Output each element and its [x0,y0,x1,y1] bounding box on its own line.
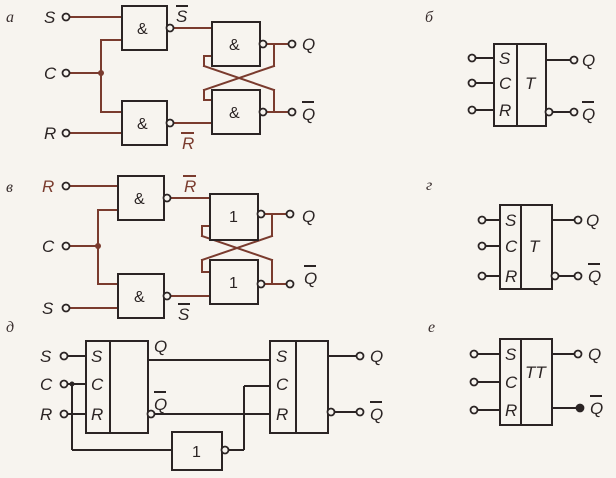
s-bar-label: S [178,305,190,324]
pin-s: S [499,49,511,68]
flipflop-2 [269,340,329,434]
ff1-q-label: Q [154,337,167,356]
flipflop-1 [85,340,149,434]
input-c-terminal [61,68,71,78]
output-qbar-label: Q [370,405,383,424]
tt-label: TT [525,363,547,382]
panel-b-letter: б [425,9,434,26]
panel-v-letter: в [6,179,13,196]
and-gate-s [117,273,165,319]
output-q-label: Q [302,35,315,54]
latch-gate-bottom-symbol: & [229,105,240,122]
output-q-label: Q [588,345,601,364]
and-gate-s-symbol: & [137,21,148,38]
output-q-label: Q [370,347,383,366]
input-r-label: R [40,405,52,424]
inverter [171,431,223,471]
pin-r: R [505,267,517,286]
pin-s: S [505,345,517,364]
input-r-label: R [42,177,54,196]
input-s-label: S [42,299,54,318]
ff1-pin-c: C [91,375,104,394]
r-bar-label: R [182,134,194,153]
t-label: T [525,74,537,93]
and-gate-r-symbol: & [134,191,145,208]
latch-gate-top-symbol: & [229,37,240,54]
output-q-label: Q [582,51,595,70]
panel-e-letter: е [428,319,435,336]
ff2-pin-r: R [276,405,288,424]
pin-c: C [505,237,518,256]
output-qbar-label: Q [304,269,317,288]
input-r-label: R [44,124,56,143]
output-qbar-label: Q [582,105,595,124]
pin-c: C [505,373,518,392]
pin-r: R [505,401,517,420]
t-flipflop-g [499,204,553,290]
ff2-pin-s: S [276,347,288,366]
input-s-label: S [40,347,52,366]
output-q-label: Q [586,211,599,230]
output-qbar-label: Q [588,267,601,286]
r-bar-label: R [184,177,196,196]
panel-a-letter: а [6,9,14,26]
ff2-pin-c: C [276,375,289,394]
input-c-label: C [44,64,57,83]
pin-r: R [499,101,511,120]
panel-d: д S C R S C R Q Q 1 [6,319,383,471]
output-q-label: Q [302,207,315,226]
nor-gate-top [209,193,259,241]
ff1-pin-r: R [91,405,103,424]
ff1-qbar-label: Q [154,395,167,414]
output-qbar-label: Q [590,399,603,418]
panel-e: е S C R TT Q Q [428,319,603,426]
t-label: T [529,237,541,256]
tt-flipflop [499,338,553,426]
pin-s: S [505,211,517,230]
panel-v: в R C S & & 1 1 R [6,175,317,324]
ff1-pin-s: S [91,347,103,366]
nor-gate-top-symbol: 1 [229,209,238,226]
inverter-symbol: 1 [192,444,201,461]
panel-d-letter: д [6,319,14,336]
panel-b: б S C R T Q Q [425,9,595,127]
pin-c: C [499,74,512,93]
and-gate-s-symbol: & [134,289,145,306]
input-s-terminal [61,12,71,22]
panel-g-letter: г [426,177,432,194]
input-r-terminal [61,128,71,138]
latch-gate-bottom [211,89,261,135]
nor-gate-bottom-symbol: 1 [229,275,238,292]
panel-a: а S C R & & [6,5,315,153]
and-gate-r-symbol: & [137,116,148,133]
and-gate-r [121,100,168,146]
t-flipflop-b [493,43,547,127]
input-s-label: S [44,8,56,27]
input-c-label: C [40,375,53,394]
s-bar-label: S [176,7,188,26]
input-c-label: C [42,237,55,256]
output-qbar-label: Q [302,105,315,124]
panel-g: г S C R T Q Q [426,177,601,290]
